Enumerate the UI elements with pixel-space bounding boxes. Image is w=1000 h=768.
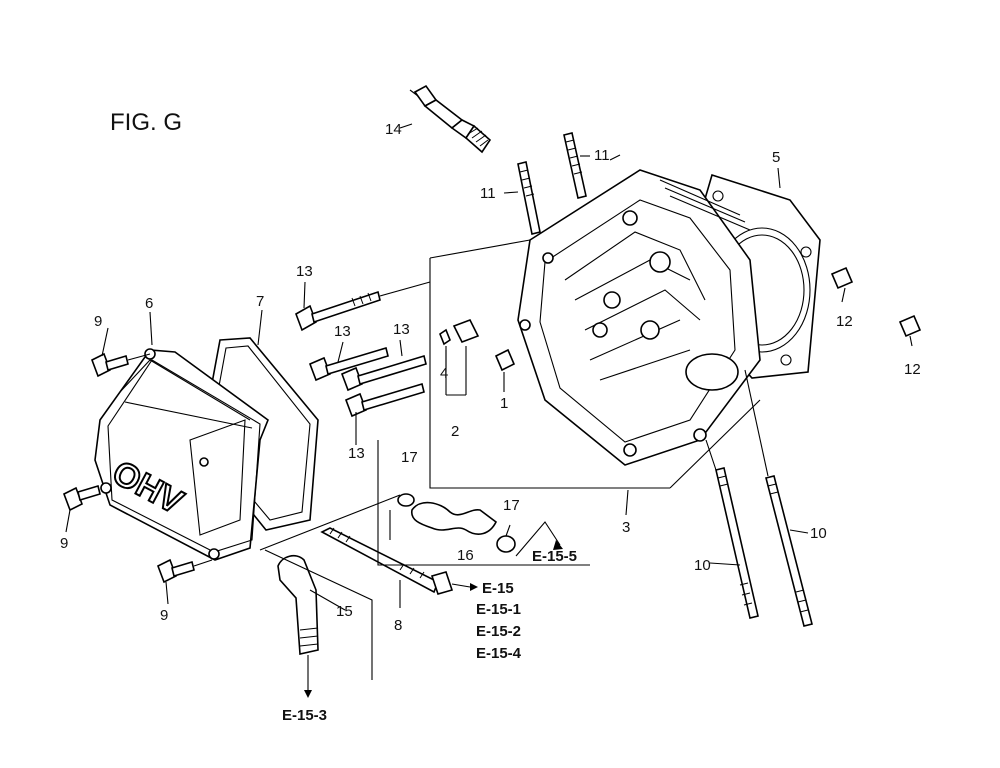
part-label-17-lower: 17 [503, 497, 520, 514]
ref-e-15-1: E-15-1 [476, 601, 521, 618]
ref-e-15-3: E-15-3 [282, 707, 327, 724]
part-label-11-lower: 11 [480, 185, 496, 202]
part-label-13-right: 13 [393, 321, 410, 338]
figure-title: FIG. G [110, 109, 182, 136]
cylinder-head [517, 169, 761, 466]
cover-bolt-9-top [90, 352, 151, 378]
part-label-8: 8 [394, 617, 402, 634]
part-label-3: 3 [622, 519, 630, 536]
stud-bolt-upper [563, 132, 587, 199]
stud-bolt-lower [517, 161, 541, 235]
ref-e-15-4: E-15-4 [476, 645, 522, 662]
part-label-10-right: 10 [810, 525, 827, 542]
cover-bolt-9-bottom [156, 558, 213, 584]
ref-e-15-5: E-15-5 [532, 548, 577, 565]
tube-clamp-17b [496, 535, 516, 553]
part-label-9-left: 9 [60, 535, 68, 552]
cover-bolt-mid [308, 346, 389, 382]
dowel-pin-2 [898, 314, 922, 338]
part-label-9-bottom: 9 [160, 607, 168, 624]
cover-bolt-9-left [62, 484, 101, 512]
part-label-5: 5 [772, 149, 780, 166]
valve-cover: OHV [94, 348, 269, 561]
part-label-17-upper: 17 [401, 449, 418, 466]
head-bolt-left [715, 467, 759, 619]
part-label-9-top: 9 [94, 313, 102, 330]
tube-clamp-17a [397, 493, 415, 507]
cover-bolt-long [295, 290, 381, 332]
part-label-13-mid: 13 [334, 323, 351, 340]
breather-tube-16 [410, 501, 498, 535]
valve-cap-4 [439, 328, 451, 346]
head-bolt-right [765, 475, 813, 627]
part-label-14: 14 [385, 121, 402, 138]
valve-cap-1 [494, 348, 516, 372]
part-label-11-upper: 11 [594, 147, 610, 164]
cover-bolt-short-2 [344, 382, 425, 418]
part-label-1: 1 [500, 395, 508, 412]
leader-lines [65, 123, 913, 698]
part-label-7: 7 [256, 293, 264, 310]
cover-bolt-short-1 [340, 354, 427, 392]
valve-seal-2 [452, 318, 480, 344]
part-label-10-left: 10 [694, 557, 711, 574]
part-label-13-top: 13 [296, 263, 313, 280]
breather-tube-15 [277, 554, 319, 655]
spark-plug [409, 84, 492, 154]
part-label-12-left: 12 [836, 313, 853, 330]
part-label-13-bottom: 13 [348, 445, 365, 462]
part-label-4: 4 [440, 365, 448, 382]
breather-tube-8 [320, 527, 454, 595]
part-label-15-lower: 15 [336, 603, 353, 620]
part-label-6: 6 [145, 295, 153, 312]
part-label-2: 2 [451, 423, 459, 440]
dowel-pin-1 [830, 266, 854, 290]
part-label-16: 16 [457, 547, 474, 564]
part-label-12-right: 12 [904, 361, 921, 378]
ref-e-15: E-15 [482, 580, 514, 597]
ref-e-15-2: E-15-2 [476, 623, 521, 640]
